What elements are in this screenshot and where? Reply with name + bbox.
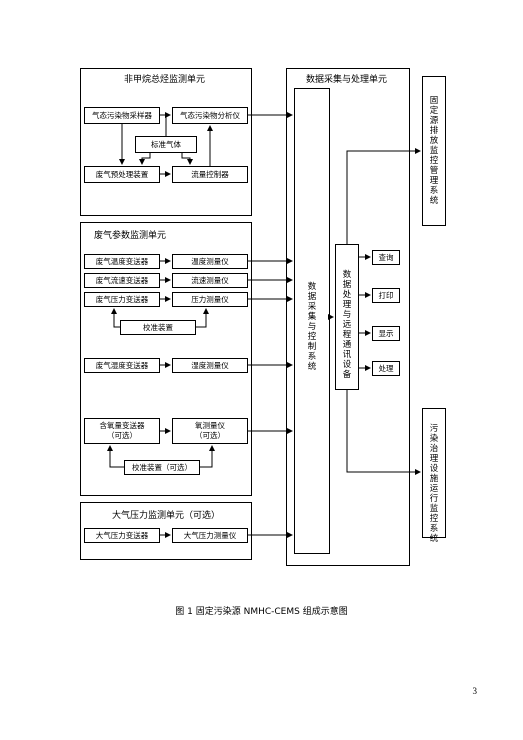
pressure-transmitter-box: 废气压力变送器 xyxy=(84,292,160,307)
acquisition-control-system-box xyxy=(294,88,330,554)
processing-comm-label: 数据处理与远程通讯设备 xyxy=(342,270,352,380)
output-query-box: 查询 xyxy=(372,250,400,265)
pretreatment-box: 废气预处理装置 xyxy=(84,166,160,183)
flow-controller-box: 流量控制器 xyxy=(172,166,248,183)
page-number: 3 xyxy=(472,686,478,696)
data-acquisition-unit xyxy=(286,68,410,566)
calibration-box: 校准装置 xyxy=(120,320,196,335)
oxygen-transmitter-label: 含氧量变送器 xyxy=(99,421,145,430)
nmhc-unit-title: 非甲烷总烃监测单元 xyxy=(124,75,206,85)
nmhc-monitoring-unit xyxy=(80,68,252,216)
temp-transmitter-box: 废气温度变送器 xyxy=(84,254,160,269)
atm-meter-box: 大气压力测量仪 xyxy=(172,528,248,543)
fixed-source-system-label: 固定源排放监控管理系统 xyxy=(429,96,439,206)
oxygen-transmitter-box: 含氧量变送器 （可选） xyxy=(84,418,160,444)
flue-param-unit-title: 废气参数监测单元 xyxy=(94,231,167,241)
oxygen-transmitter-optional: （可选） xyxy=(107,431,137,440)
atmospheric-pressure-unit xyxy=(80,502,252,560)
output-print-box: 打印 xyxy=(372,288,400,303)
atm-transmitter-box: 大气压力变送器 xyxy=(84,528,160,543)
pressure-meter-box: 压力测量仪 xyxy=(172,292,248,307)
atm-unit-title: 大气压力监测单元（可选） xyxy=(112,511,221,521)
oxygen-meter-label: 氧测量仪 xyxy=(195,421,225,430)
daq-unit-title: 数据采集与处理单元 xyxy=(306,75,388,85)
treatment-system-label: 污染治理设施运行监控系统 xyxy=(429,424,439,544)
output-display-box: 显示 xyxy=(372,326,400,341)
gas-analyzer-box: 气态污染物分析仪 xyxy=(172,107,248,124)
output-processing-box: 处理 xyxy=(372,361,400,376)
flue-parameter-unit xyxy=(80,222,252,496)
treatment-system-box xyxy=(422,408,446,538)
standard-gas-box: 标准气体 xyxy=(135,136,197,153)
oxygen-meter-box: 氧测量仪 （可选） xyxy=(172,418,248,444)
temp-meter-box: 温度测量仪 xyxy=(172,254,248,269)
fixed-source-system-box xyxy=(422,76,446,226)
flow-transmitter-box: 废气流速变送器 xyxy=(84,273,160,288)
humidity-meter-box: 湿度测量仪 xyxy=(172,358,248,373)
acquisition-control-system-label: 数据采集与控制系统 xyxy=(307,282,317,372)
processing-comm-box xyxy=(335,244,359,390)
gas-sampler-box: 气态污染物采样器 xyxy=(84,107,160,124)
oxygen-calibration-box: 校准装置（可选） xyxy=(124,460,200,475)
figure-caption: 图 1 固定污染源 NMHC-CEMS 组成示意图 xyxy=(175,607,348,617)
flow-meter-box: 流速测量仪 xyxy=(172,273,248,288)
oxygen-meter-optional: （可选） xyxy=(195,431,225,440)
humidity-transmitter-box: 废气湿度变送器 xyxy=(84,358,160,373)
